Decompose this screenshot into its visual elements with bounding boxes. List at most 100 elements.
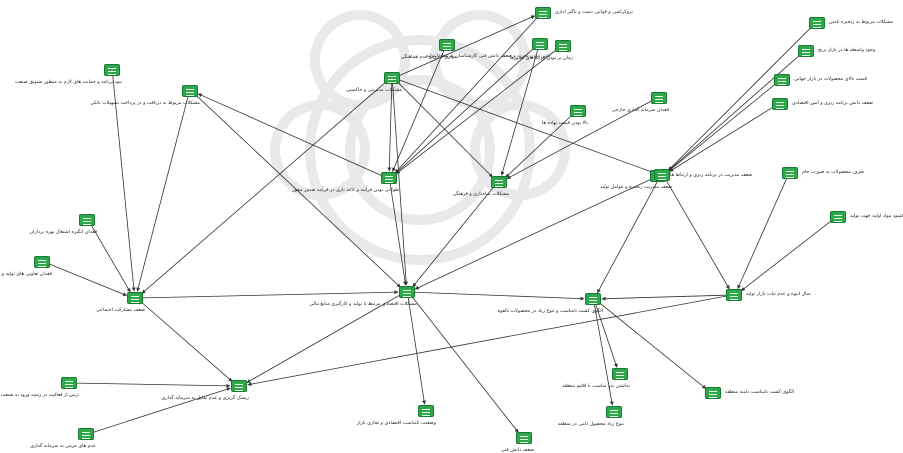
node-document-icon[interactable] xyxy=(585,293,601,305)
edge-arrow xyxy=(601,294,727,301)
node-label: مشکلات ساختاری و فرهنگی xyxy=(452,192,509,197)
node-label: بروکراسی و قوانین دست و پاگیر اداری xyxy=(555,10,633,15)
edge-arrow xyxy=(740,220,832,292)
edge-arrow xyxy=(399,79,654,174)
node-document-icon[interactable] xyxy=(516,432,532,444)
node-document-icon[interactable] xyxy=(491,176,507,188)
node-document-icon[interactable] xyxy=(61,377,77,389)
edge-arrow xyxy=(595,304,618,368)
node-document-icon[interactable] xyxy=(532,38,548,50)
edge-arrow xyxy=(414,291,585,301)
edge-arrow xyxy=(599,302,707,389)
node-document-icon[interactable] xyxy=(782,167,798,179)
node-label: ضعف مشارکت اجتماعی xyxy=(96,308,145,313)
node-label: زمان بر بودن فرآیندهای مجوزها xyxy=(509,56,573,61)
edge-arrow xyxy=(500,49,539,176)
node-document-icon[interactable] xyxy=(798,45,814,57)
node-label: بالا بودن قیمت نهاده ها xyxy=(542,121,588,126)
edge-arrow xyxy=(141,81,387,294)
edge-arrow xyxy=(136,96,189,292)
node-label: فقدان سرمایه گذاری خارجی xyxy=(611,108,669,113)
node-document-icon[interactable] xyxy=(79,214,95,226)
node-label: ترس از فعالیت در زمینه ورود به صنعت جدید xyxy=(0,393,79,398)
edge-arrow xyxy=(93,387,231,433)
node-label: سال انبوه و عدم ثبات بازار تولید xyxy=(746,292,811,297)
node-document-icon[interactable] xyxy=(612,368,628,380)
node-label: تنوع زیاد محصول دامی در منطقه xyxy=(557,422,624,427)
node-document-icon[interactable] xyxy=(654,169,670,181)
node-label: صرف محصولات به صورت خام xyxy=(802,170,865,175)
edge-arrow xyxy=(392,50,445,172)
node-document-icon[interactable] xyxy=(399,286,415,298)
node-label: ضعف مدیریت در برنامه ریزی و ارتباط ها xyxy=(670,173,753,178)
edge-arrow xyxy=(49,263,127,296)
node-document-icon[interactable] xyxy=(809,17,825,29)
edge-arrow xyxy=(397,81,493,178)
edge-arrow xyxy=(597,180,659,294)
node-label: فقدان تعاونی های تولید و بازاریابی xyxy=(0,272,52,277)
edge-arrow xyxy=(387,83,393,172)
edge-arrow xyxy=(392,83,409,286)
node-document-icon[interactable] xyxy=(127,292,143,304)
node-label: طولانی بودن فرآیند و کاغذ بازی در فرآیند… xyxy=(292,188,399,193)
edge-arrow xyxy=(140,301,233,382)
node-document-icon[interactable] xyxy=(384,72,400,84)
edge-arrow xyxy=(399,15,536,76)
node-label: مشکلات مربوط به زنجیره تامین xyxy=(829,20,894,25)
edge-arrow xyxy=(195,94,401,288)
node-document-icon[interactable] xyxy=(34,256,50,268)
node-label: مشکلات اقتصادی مرتبط با تولید و کارگیری … xyxy=(309,302,417,307)
edge-arrow xyxy=(668,83,776,171)
edge-arrow xyxy=(668,26,812,171)
node-document-icon[interactable] xyxy=(104,64,120,76)
node-document-icon[interactable] xyxy=(439,39,455,51)
node-label: ضعف مدیریت زنجیره و عوامل تولید xyxy=(600,185,672,190)
node-label: ضعف دانش برنامه ریزی و امور اقتصادی xyxy=(792,101,873,106)
node-label: قیمت بالای محصولات در بازار جهانی xyxy=(794,77,867,82)
edge-arrow xyxy=(76,382,231,388)
edge-arrow xyxy=(669,106,774,172)
node-document-icon[interactable] xyxy=(555,40,571,52)
node-document-icon[interactable] xyxy=(774,74,790,86)
edge-arrow xyxy=(246,294,401,383)
edge-arrow xyxy=(737,178,788,290)
edge-arrow xyxy=(505,114,573,178)
node-label: نبود برنامه و حمایت های لازم به منظور تش… xyxy=(15,80,122,85)
node-label: عدم های مزمن به سرمایه گذاری xyxy=(30,444,96,449)
node-document-icon[interactable] xyxy=(381,172,397,184)
node-label: پایین بودن تجربه و ضعف دانش فنی کارشناسا… xyxy=(426,54,550,59)
node-document-icon[interactable] xyxy=(726,289,742,301)
node-document-icon[interactable] xyxy=(772,98,788,110)
node-label: وضعیت نامناسب اقتصادی و تجاری بازار xyxy=(356,421,436,426)
edge-arrow xyxy=(112,75,136,292)
node-document-icon[interactable] xyxy=(78,428,94,440)
edge-arrow xyxy=(412,186,495,287)
node-document-icon[interactable] xyxy=(231,380,247,392)
node-label: مشکلات مدیریتی و حاکمیتی xyxy=(346,88,402,93)
node-document-icon[interactable] xyxy=(182,85,198,97)
node-label: ضعف دانش فنی xyxy=(500,448,534,453)
node-label: الگوی کشت نامناسب دامنه منطقه xyxy=(725,390,795,395)
edge-arrow xyxy=(142,290,399,299)
edge-arrow xyxy=(414,177,655,290)
node-label: ریسک گریزی و عدم تمایل به سرمایه گذاری xyxy=(161,396,250,401)
node-document-icon[interactable] xyxy=(606,406,622,418)
node-document-icon[interactable] xyxy=(705,387,721,399)
edge-arrow xyxy=(389,183,408,286)
node-label: الگوی کشت نامناسب و تنوع زیاد در محصولات… xyxy=(497,309,603,314)
node-label: وجود واسطه ها در بازار برنج xyxy=(818,48,876,53)
node-label: فقدان انگیزه اشتغال بهره برداران xyxy=(29,230,97,235)
node-document-icon[interactable] xyxy=(535,7,551,19)
node-document-icon[interactable] xyxy=(651,92,667,104)
node-document-icon[interactable] xyxy=(418,405,434,417)
node-label: کمبود مواد اولیه جهت تولید xyxy=(850,214,903,219)
edge-arrow xyxy=(247,295,727,387)
node-document-icon[interactable] xyxy=(830,211,846,223)
edge-arrow xyxy=(394,17,538,174)
edge-arrow xyxy=(594,304,614,406)
edge-arrow xyxy=(665,179,730,290)
node-document-icon[interactable] xyxy=(570,105,586,117)
